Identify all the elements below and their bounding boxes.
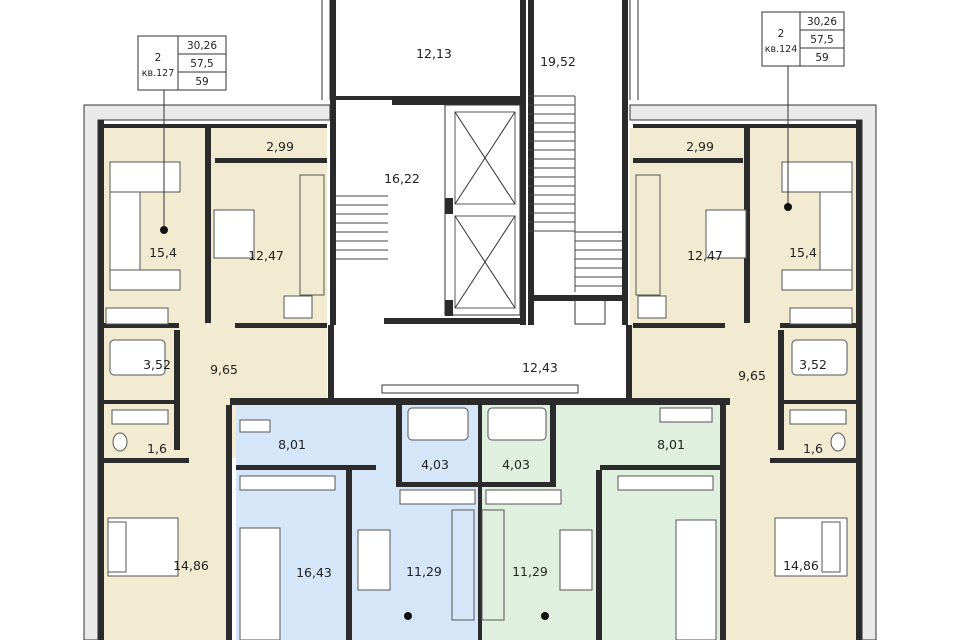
area-right-kitchen: 12,47	[687, 248, 723, 263]
area-green-bath: 4,03	[502, 457, 530, 472]
area-labels: 12,13 19,52 16,22 12,43 2,99 15,4 12,47 …	[143, 46, 827, 580]
green-apartment	[478, 405, 720, 640]
area-stair-top: 12,13	[416, 46, 452, 61]
tag-living-area: 30,26	[807, 16, 837, 28]
bed-right	[774, 517, 848, 577]
area-right-balcony: 2,99	[686, 139, 714, 154]
apartment-tag-right: 2 кв.124 30,26 57,5 59	[761, 11, 845, 211]
toilet	[112, 432, 128, 452]
area-blue-living: 16,43	[296, 565, 332, 580]
area-left-balcony: 2,99	[266, 139, 294, 154]
area-left-kitchen: 12,47	[248, 248, 284, 263]
left-apartment	[104, 128, 327, 640]
bathtub-right	[791, 339, 848, 376]
area-right-bath: 3,52	[799, 357, 827, 372]
tag-living-area: 30,26	[187, 40, 217, 52]
tag-third-value: 59	[195, 76, 208, 88]
tag-third-value: 59	[815, 52, 828, 64]
sofa	[109, 161, 181, 193]
tag-rooms: 2	[155, 52, 162, 64]
area-right-hall: 9,65	[738, 368, 766, 383]
toilet-right	[830, 432, 846, 452]
area-green-hall: 8,01	[657, 437, 685, 452]
area-right-wc: 1,6	[803, 441, 823, 456]
bathtub	[109, 339, 166, 376]
sofa-blue	[239, 527, 281, 640]
area-corridor: 12,43	[522, 360, 558, 375]
tag-apartment-number: кв.124	[765, 44, 798, 55]
area-blue-kitchen: 11,29	[406, 564, 442, 579]
area-blue-bath: 4,03	[421, 457, 449, 472]
area-lobby: 16,22	[384, 171, 420, 186]
area-right-living: 15,4	[789, 245, 817, 260]
corridor-walls	[230, 325, 730, 405]
apartment-tag-left: 2 кв.127 30,26 57,5 59	[137, 35, 227, 234]
stair-flights	[336, 95, 622, 292]
area-green-kitchen: 11,29	[512, 564, 548, 579]
sofa-green	[675, 519, 717, 640]
blue-apartment	[236, 405, 480, 640]
tag-rooms: 2	[778, 28, 785, 40]
tag-pointer-dot	[160, 226, 168, 234]
tag-pointer-dot	[784, 203, 792, 211]
area-left-living: 15,4	[149, 245, 177, 260]
dining-table-right	[705, 209, 747, 259]
area-left-wc: 1,6	[147, 441, 167, 456]
area-stair-right: 19,52	[540, 54, 576, 69]
area-blue-hall: 8,01	[278, 437, 306, 452]
bed	[107, 517, 179, 577]
tag-total-area: 57,5	[810, 34, 833, 46]
dining-table	[213, 209, 255, 259]
area-right-bedroom: 14,86	[783, 558, 819, 573]
area-left-bedroom: 14,86	[173, 558, 209, 573]
area-left-hall: 9,65	[210, 362, 238, 377]
right-apartment	[633, 128, 856, 640]
sofa-right	[781, 161, 853, 193]
tag-total-area: 57,5	[190, 58, 213, 70]
table-green	[559, 529, 593, 591]
area-left-bath: 3,52	[143, 357, 171, 372]
table-blue	[357, 529, 391, 591]
core	[321, 0, 639, 325]
blue-tag-dot	[404, 612, 412, 620]
lift-cabins	[445, 111, 516, 316]
tag-apartment-number: кв.127	[142, 68, 175, 79]
green-tag-dot	[541, 612, 549, 620]
